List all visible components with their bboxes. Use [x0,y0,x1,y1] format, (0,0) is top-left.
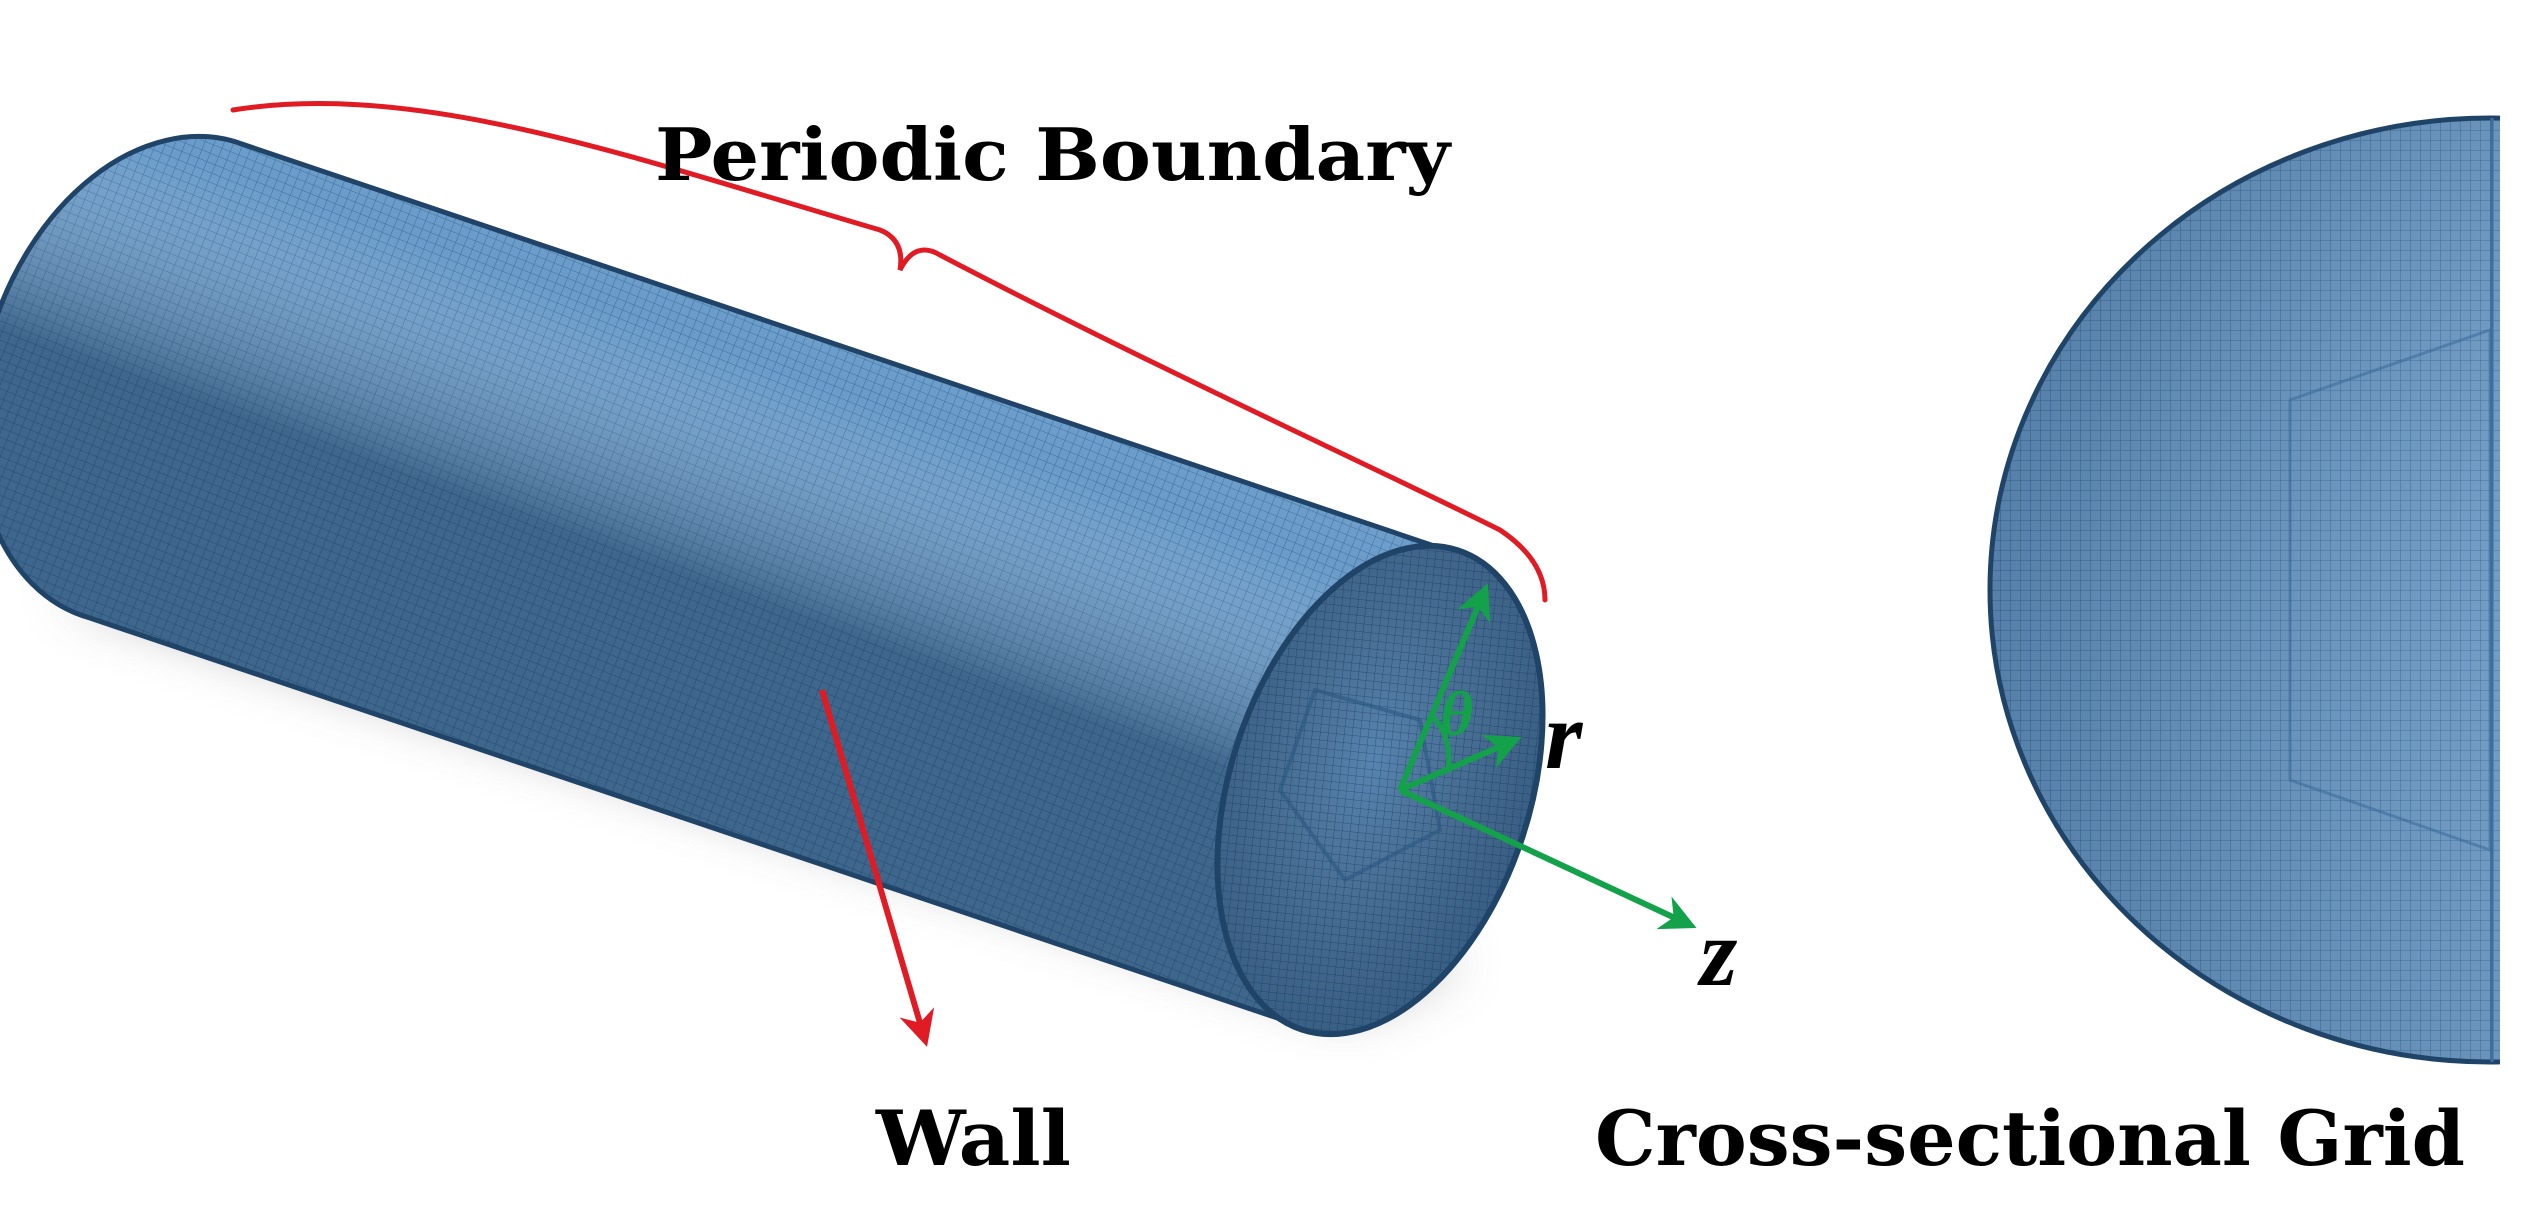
cross-sectional-grid-label: Cross-sectional Grid [1595,1094,2465,1183]
r-label: r [1545,682,1584,789]
cylinder-body [0,133,1453,1032]
periodic-boundary-label: Periodic Boundary [655,112,1452,197]
theta-axis-arrow [1398,734,1522,793]
r-axis-arrow [1397,583,1491,792]
theta-label: θ [1440,678,1473,749]
cylinder-end-face [1214,542,1546,1038]
z-axis-arrow [1398,787,1697,930]
wall-label: Wall [875,1094,1071,1183]
wall-arrow [819,689,935,1047]
periodic-boundary-brace [230,101,1548,603]
z-label: z [1697,899,1737,1006]
cross-sectional-grid [1987,115,2500,1065]
coordinate-axes [1397,583,1697,930]
theta-arc [1430,714,1452,771]
